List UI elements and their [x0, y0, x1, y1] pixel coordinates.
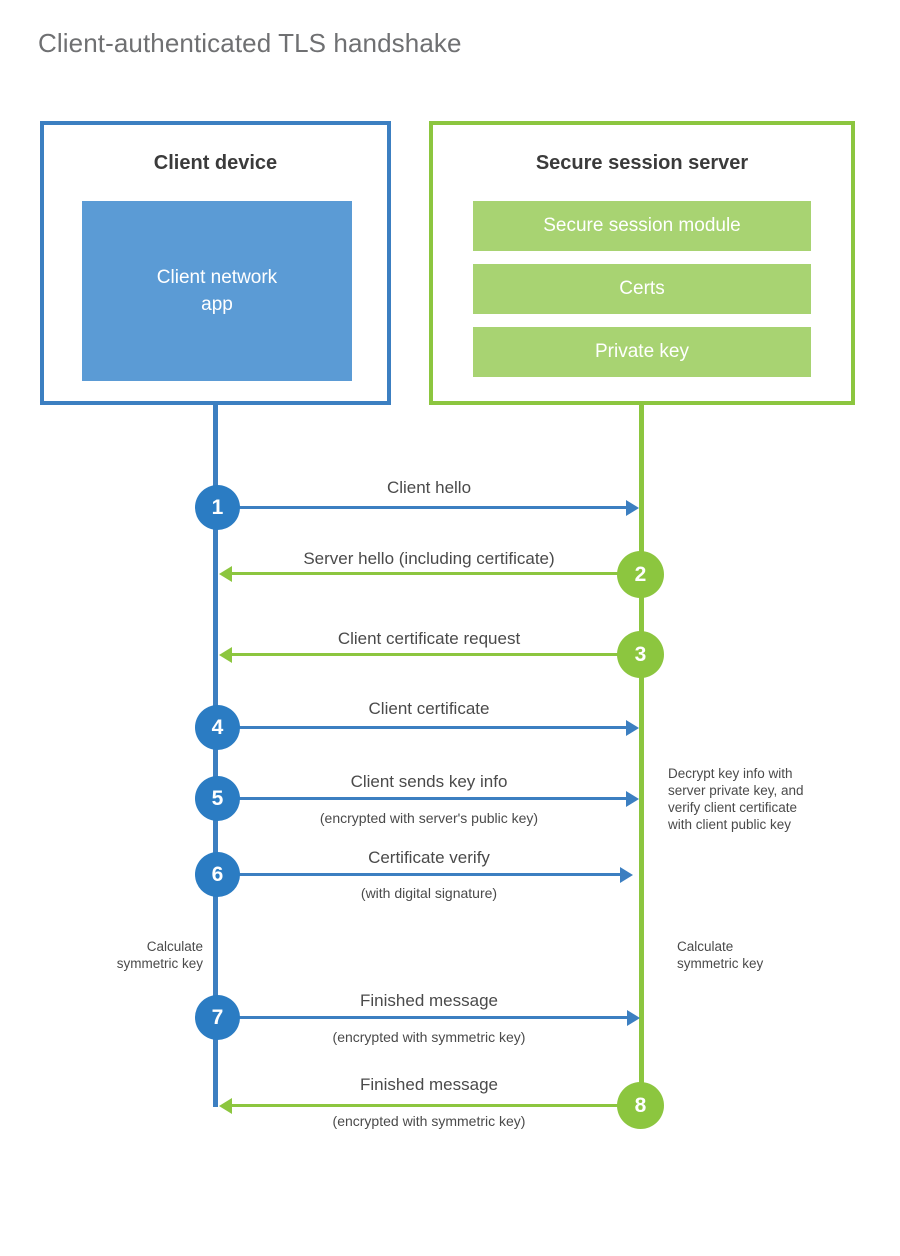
server-decrypt-note-line1: Decrypt key info with [668, 766, 793, 781]
step-4-arrow-head-icon [626, 720, 639, 736]
client-device-box: Client device Client network app [40, 121, 391, 405]
server-component-certs: Certs [473, 264, 811, 314]
step-5-number-circle: 5 [195, 776, 240, 821]
server-decrypt-note-line4: with client public key [668, 817, 792, 832]
step-7-arrow-line [217, 1016, 627, 1019]
step-6-label: Certificate verify [368, 848, 490, 867]
server-component-private-key: Private key [473, 327, 811, 377]
client-lifeline [213, 405, 218, 1107]
step-5-arrow-head-icon [626, 791, 639, 807]
step-7-label: Finished message [360, 991, 498, 1010]
step-4-arrow-line [217, 726, 626, 729]
step-3-arrow-line [232, 653, 640, 656]
secure-session-server-box: Secure session server Secure session mod… [429, 121, 855, 405]
step-8-arrow-head-icon [219, 1098, 232, 1114]
step-3-number-circle: 3 [617, 631, 664, 678]
step-2-arrow-head-icon [219, 566, 232, 582]
client-calculate-symmetric-key-note: Calculate symmetric key [55, 938, 203, 972]
step-7-number-circle: 7 [195, 995, 240, 1040]
step-1-arrow-line [217, 506, 626, 509]
step-8-number-circle: 8 [617, 1082, 664, 1129]
step-6-arrow-line [217, 873, 620, 876]
step-3-label: Client certificate request [337, 629, 521, 648]
step-2-label: Server hello (including certificate) [303, 549, 555, 568]
step-5-label: Client sends key info [350, 772, 508, 791]
step-7-sublabel: (encrypted with symmetric key) [332, 1029, 526, 1045]
step-3-arrow-head-icon [219, 647, 232, 663]
step-8-sublabel: (encrypted with symmetric key) [332, 1113, 526, 1129]
client-app-label-line1: Client network [156, 267, 278, 288]
step-5-sublabel: (encrypted with server's public key) [319, 810, 539, 826]
page-title: Client-authenticated TLS handshake [38, 28, 462, 58]
server-calc-note-line1: Calculate [677, 939, 734, 954]
client-device-title: Client device [153, 152, 278, 174]
client-app-label-line2: app [201, 294, 233, 315]
step-1-arrow-head-icon [626, 500, 639, 516]
step-4-number-circle: 4 [195, 705, 240, 750]
server-calc-note-line2: symmetric key [677, 956, 764, 971]
step-7-arrow-head-icon [627, 1010, 640, 1026]
client-network-app-block: Client network app [82, 201, 352, 381]
step-2-arrow-line [232, 572, 640, 575]
step-1-number-circle: 1 [195, 485, 240, 530]
server-calculate-symmetric-key-note: Calculate symmetric key [677, 938, 847, 972]
step-8-arrow-line [232, 1104, 622, 1107]
step-8-label: Finished message [360, 1075, 498, 1094]
step-4-label: Client certificate [368, 699, 490, 718]
server-decrypt-note-line2: server private key, and [668, 783, 804, 798]
step-6-arrow-head-icon [620, 867, 633, 883]
client-calc-note-line1: Calculate [146, 939, 203, 954]
step-6-number-circle: 6 [195, 852, 240, 897]
server-component-secure-session-module: Secure session module [473, 201, 811, 251]
step-2-number-circle: 2 [617, 551, 664, 598]
server-lifeline [639, 405, 644, 1107]
client-calc-note-line2: symmetric key [116, 956, 203, 971]
step-1-label: Client hello [386, 478, 472, 497]
step-5-arrow-line [217, 797, 626, 800]
step-6-sublabel: (with digital signature) [360, 885, 498, 901]
secure-session-server-title: Secure session server [535, 152, 749, 174]
server-decrypt-note-line3: verify client certificate [668, 800, 798, 815]
server-decrypt-note: Decrypt key info with server private key… [668, 765, 858, 833]
